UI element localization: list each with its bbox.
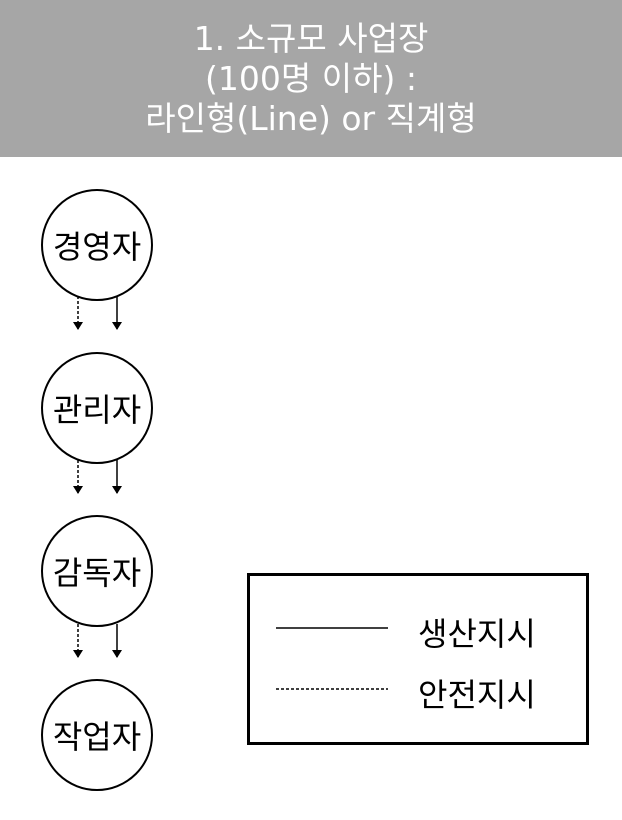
title-line-3: 라인형(Line) or 직계형 bbox=[145, 98, 477, 138]
node-manager: 관리자 bbox=[41, 352, 153, 464]
node-executive-label: 경영자 bbox=[52, 228, 142, 266]
node-worker: 작업자 bbox=[41, 679, 153, 791]
legend-box: 생산지시 안전지시 bbox=[247, 573, 589, 745]
title-line-1: 1. 소규모 사업장 bbox=[193, 18, 429, 58]
legend-safety-label: 안전지시 bbox=[418, 676, 536, 714]
legend-lines bbox=[276, 627, 388, 690]
node-worker-label: 작업자 bbox=[52, 718, 142, 756]
title-banner: 1. 소규모 사업장 (100명 이하) : 라인형(Line) or 직계형 bbox=[0, 0, 622, 157]
node-supervisor-label: 감독자 bbox=[52, 554, 142, 592]
node-manager-label: 관리자 bbox=[52, 391, 142, 429]
node-executive: 경영자 bbox=[41, 189, 153, 301]
node-supervisor: 감독자 bbox=[41, 515, 153, 627]
title-line-2: (100명 이하) : bbox=[205, 58, 417, 98]
legend-production-label: 생산지시 bbox=[418, 615, 536, 653]
